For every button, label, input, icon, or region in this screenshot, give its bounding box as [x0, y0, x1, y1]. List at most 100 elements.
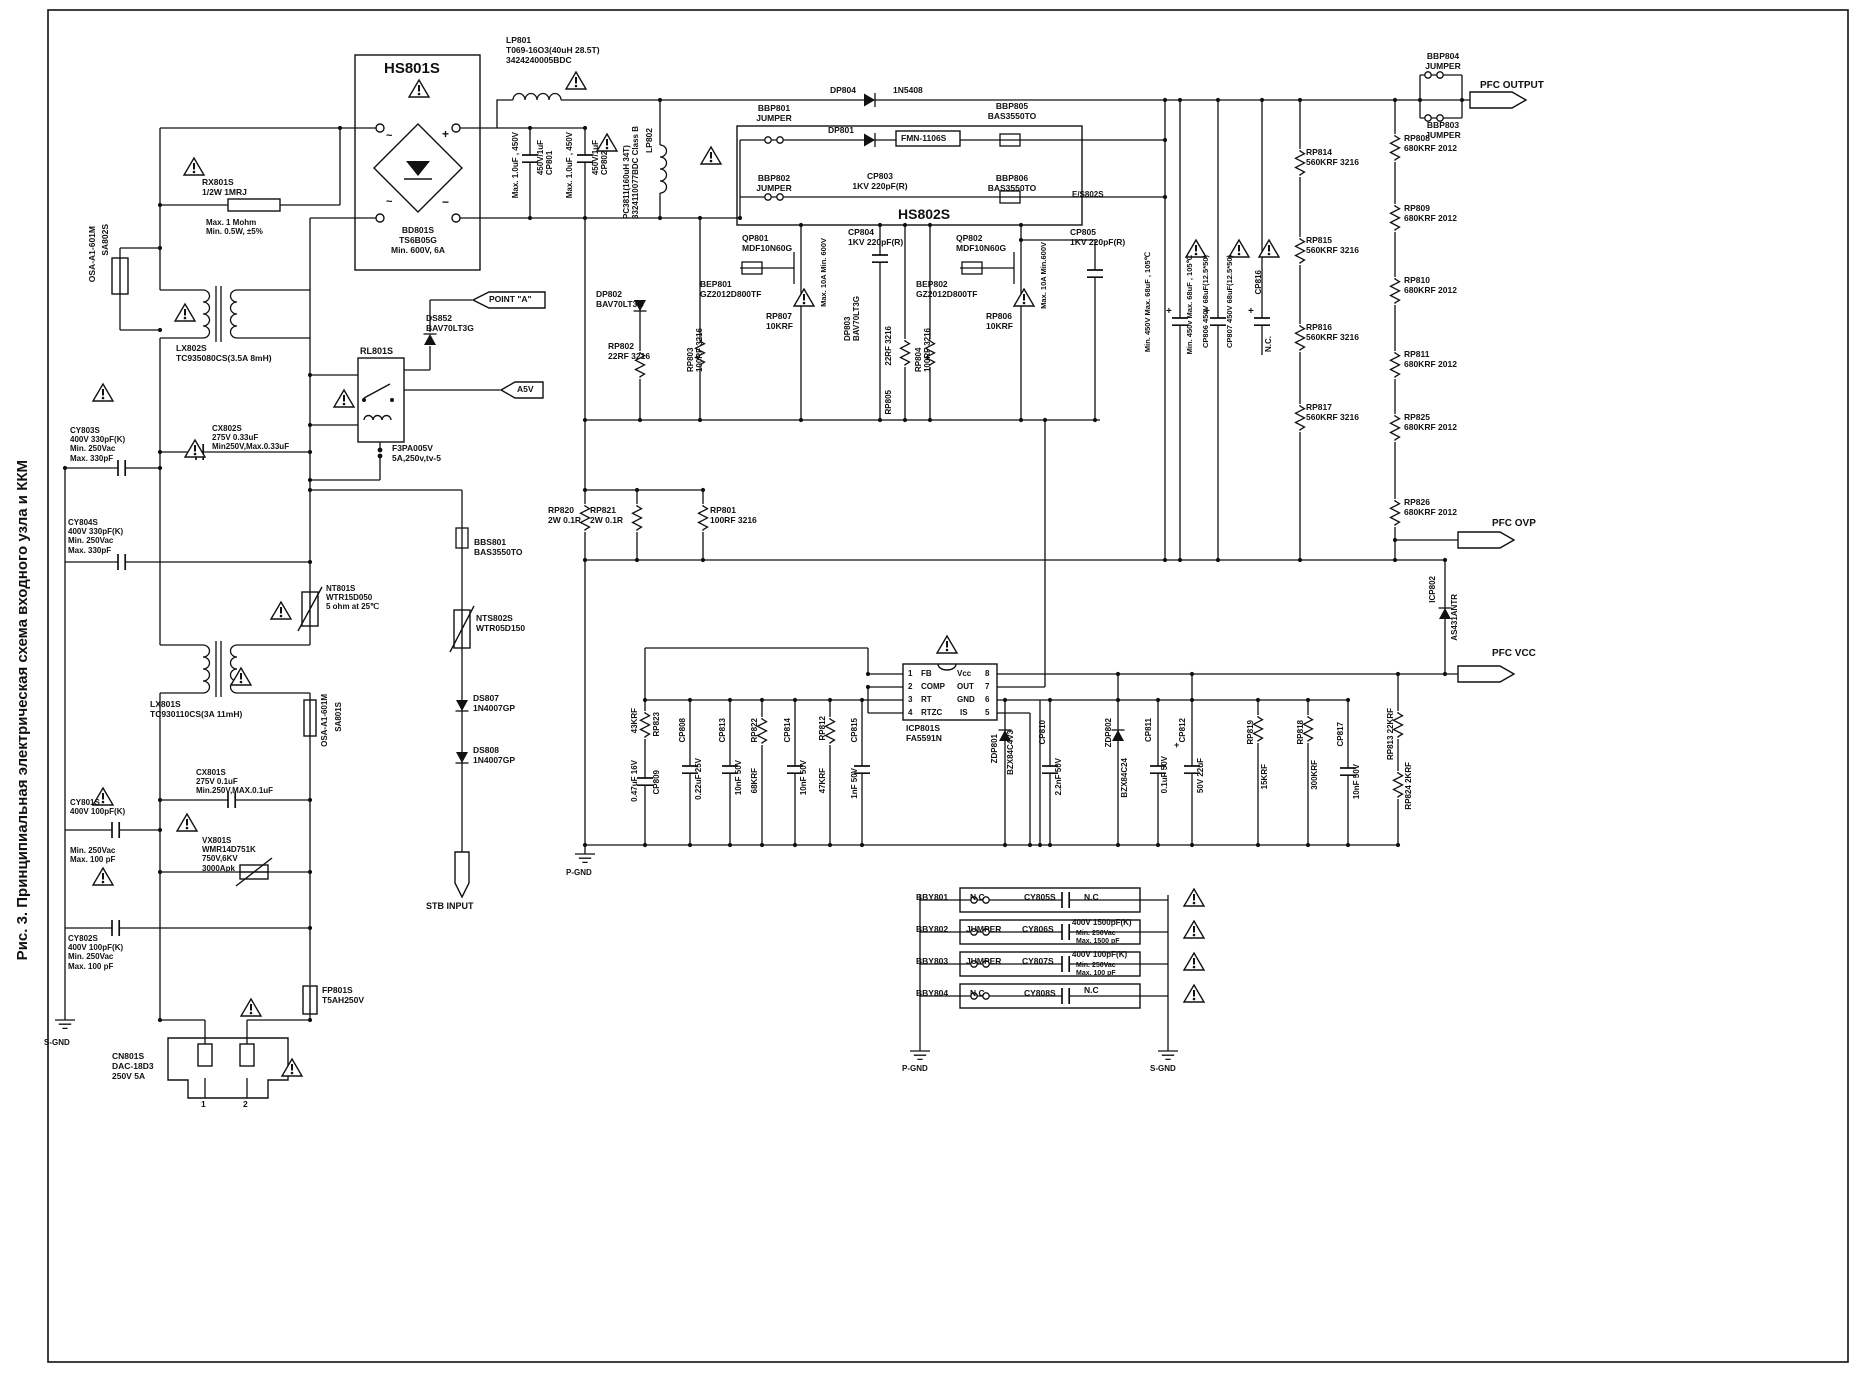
junction-dot	[1027, 842, 1033, 848]
junction-dot	[157, 465, 163, 471]
warning-icon	[1185, 239, 1207, 258]
junction-dot	[157, 245, 163, 251]
ic-notch	[937, 663, 957, 671]
junction-dot	[307, 925, 313, 931]
diode-symbol	[1110, 729, 1126, 742]
junction-dot	[157, 449, 163, 455]
junction-dot	[1392, 97, 1398, 103]
warning-icon	[1183, 888, 1205, 907]
junction-dot	[687, 842, 693, 848]
junction-dot	[1297, 97, 1303, 103]
junction-dot	[1215, 557, 1221, 563]
junction-dot	[582, 487, 588, 493]
junction-dot	[1018, 237, 1024, 243]
capacitor-symbol	[117, 458, 127, 478]
junction-dot	[1259, 97, 1265, 103]
inductor-symbol	[202, 289, 211, 339]
warning-icon	[92, 867, 114, 886]
junction-dot	[1037, 842, 1043, 848]
resistor-symbol	[1300, 714, 1316, 744]
resistor-symbol	[1250, 714, 1266, 744]
capacitor-symbol	[117, 552, 127, 572]
ground-symbol	[54, 1013, 76, 1030]
warning-icon	[333, 389, 355, 408]
junction-dot	[642, 842, 648, 848]
junction-dot	[927, 222, 933, 228]
junction-dot	[1047, 697, 1053, 703]
resistor-symbol	[629, 503, 645, 533]
junction-dot	[859, 697, 865, 703]
junction-dot	[1162, 194, 1168, 200]
junction-dot	[1459, 97, 1465, 103]
junction-dot	[637, 417, 643, 423]
junction-dot	[1115, 697, 1121, 703]
junction-dot	[1155, 697, 1161, 703]
junction-dot	[827, 842, 833, 848]
resistor-symbol	[632, 350, 648, 380]
junction-dot	[859, 842, 865, 848]
junction-dot	[1305, 697, 1311, 703]
junction-dot	[157, 869, 163, 875]
junction-dot	[1092, 417, 1098, 423]
resistor-symbol	[1292, 403, 1308, 433]
resistor-symbol	[1387, 133, 1403, 163]
warning-icon	[565, 71, 587, 90]
capacitor-symbol	[1208, 317, 1228, 327]
junction-dot	[307, 869, 313, 875]
wires-control	[585, 420, 1458, 846]
junction-dot	[1255, 697, 1261, 703]
diode-symbol	[454, 699, 470, 712]
capacitor-symbol	[680, 765, 700, 775]
junction-dot	[157, 827, 163, 833]
capacitor-symbol	[1040, 765, 1060, 775]
junction-dot	[1042, 417, 1048, 423]
resistor-symbol	[1292, 323, 1308, 353]
capacitor-symbol	[1338, 767, 1358, 777]
junction-dot	[727, 697, 733, 703]
capacitor-symbol	[720, 765, 740, 775]
warning-icon	[408, 79, 430, 98]
rx801s-resistor-body	[227, 198, 281, 212]
junction-dot	[1177, 557, 1183, 563]
a5v-flag	[499, 381, 544, 399]
diode-symbol	[997, 729, 1013, 742]
resistor-symbol	[1387, 350, 1403, 380]
junction-dot	[1395, 671, 1401, 677]
junction-dot	[642, 697, 648, 703]
warning-icon	[1183, 984, 1205, 1003]
inductor-symbol	[659, 144, 668, 194]
ground-symbol	[574, 847, 596, 864]
capacitor-symbol	[227, 790, 237, 810]
diode-symbol	[454, 751, 470, 764]
resistor-symbol	[692, 338, 708, 368]
diode-symbol	[863, 92, 876, 108]
junction-dot	[727, 842, 733, 848]
inductor-symbol	[202, 644, 211, 694]
drawing-border	[47, 9, 1849, 1363]
resistor-symbol	[754, 716, 770, 746]
junction-dot	[1417, 97, 1423, 103]
diode-symbol	[863, 132, 876, 148]
cy-row-box-2	[959, 919, 1141, 945]
ferrite-bead-symbol	[999, 133, 1021, 147]
junction-dot	[927, 417, 933, 423]
capacitor-symbol	[635, 777, 655, 787]
ferrite-bead-symbol	[999, 190, 1021, 204]
junction-dot	[527, 215, 533, 221]
junction-dot	[307, 797, 313, 803]
junction-dot	[157, 327, 163, 333]
junction-dot	[865, 684, 871, 690]
capacitor-symbol	[1061, 954, 1071, 974]
cn801s-connector-body	[167, 1037, 289, 1099]
junction-dot	[582, 417, 588, 423]
junction-dot	[582, 215, 588, 221]
capacitor-symbol	[852, 765, 872, 775]
junction-dot	[877, 222, 883, 228]
junction-dot	[657, 97, 663, 103]
junction-dot	[307, 559, 313, 565]
capacitor-symbol	[520, 154, 540, 164]
junction-dot	[759, 842, 765, 848]
junction-dot	[582, 125, 588, 131]
wire-layer	[64, 74, 1470, 1098]
